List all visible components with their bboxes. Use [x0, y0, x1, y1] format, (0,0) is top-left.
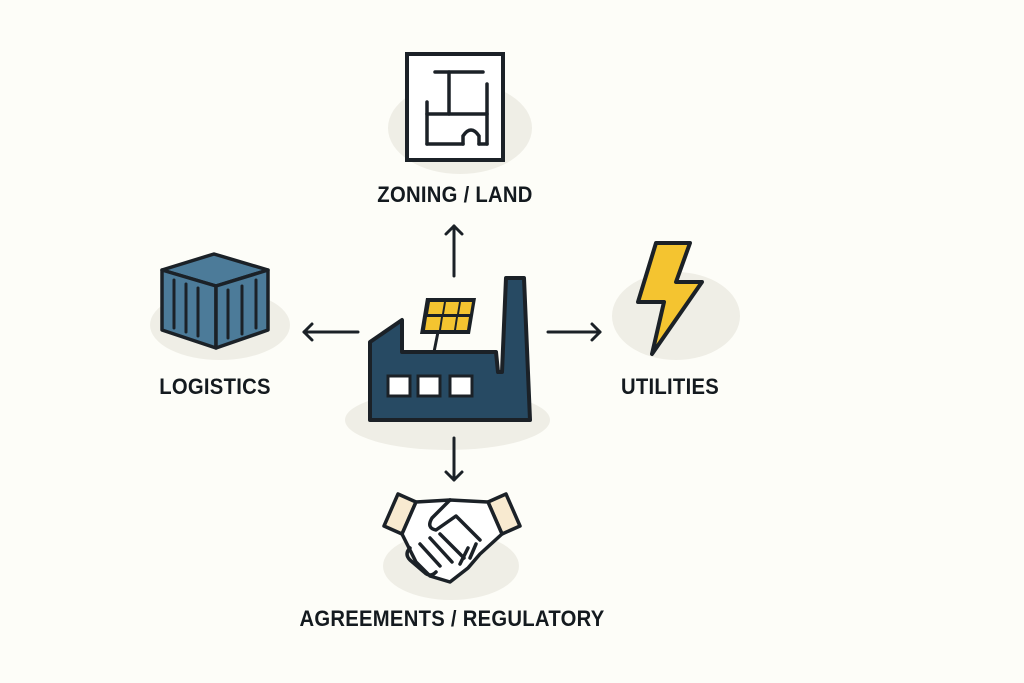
shipping-container-icon	[160, 252, 270, 350]
zoning-label: ZONING / LAND	[377, 182, 533, 207]
solar-panel-icon	[420, 298, 476, 353]
agreements-label: AGREEMENTS / REGULATORY	[299, 606, 605, 631]
handshake-icon	[382, 492, 522, 584]
arrow-left	[302, 322, 360, 342]
floorplan-icon	[405, 52, 505, 162]
factory-solar-icon	[368, 276, 532, 422]
utilities-label: UTILITIES	[620, 374, 720, 399]
logistics-label: LOGISTICS	[159, 374, 271, 399]
arrow-up	[444, 224, 464, 278]
arrow-down	[444, 436, 464, 482]
arrow-right	[546, 322, 602, 342]
lightning-bolt-icon	[636, 241, 704, 356]
